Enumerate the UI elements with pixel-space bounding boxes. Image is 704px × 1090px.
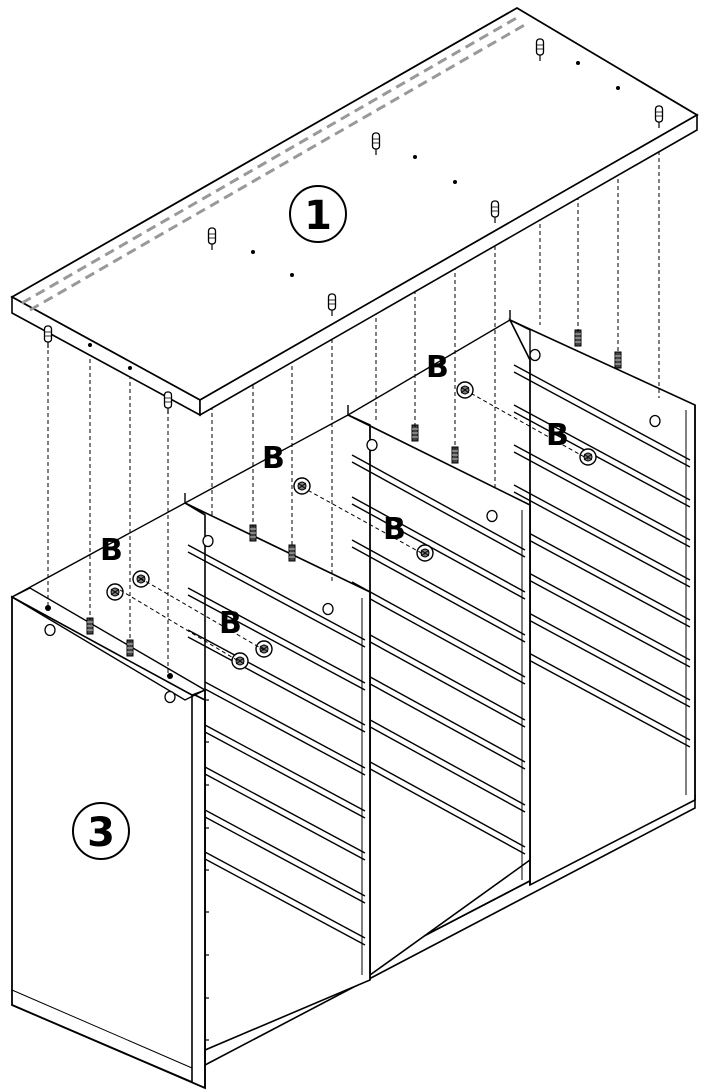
fitting-label: B	[100, 533, 123, 568]
cam-lock-icon	[579, 448, 597, 466]
divider-middle-slats	[351, 454, 526, 855]
fitting-label: B	[426, 350, 449, 385]
fitting-label: B	[383, 512, 406, 547]
cam-lock-icon	[416, 544, 434, 562]
cam-lock-icon	[106, 583, 124, 601]
callout-top-panel-label: 1	[304, 193, 332, 239]
dowels	[43, 38, 664, 415]
callout-side-panel-label: 3	[87, 810, 115, 856]
divider-left	[184, 493, 371, 1052]
callout-top-panel: 1	[289, 185, 347, 243]
back-rail	[11, 319, 511, 598]
cam-lock-icon	[456, 381, 474, 399]
cam-lock-icon	[293, 477, 311, 495]
fitting-label: B	[219, 606, 242, 641]
callout-side-panel: 3	[72, 802, 130, 860]
top-panel	[10, 6, 699, 417]
divider-right-slats	[513, 364, 691, 748]
fitting-label: B	[262, 441, 285, 476]
fitting-label: B	[546, 418, 569, 453]
divider-left-slats	[187, 544, 366, 946]
cam-lock-icon	[255, 640, 273, 658]
fitting-labels: B B B B B B	[100, 350, 569, 641]
divider-right	[508, 310, 696, 887]
cam-lock-icon	[231, 652, 249, 670]
divider-middle	[347, 405, 531, 977]
